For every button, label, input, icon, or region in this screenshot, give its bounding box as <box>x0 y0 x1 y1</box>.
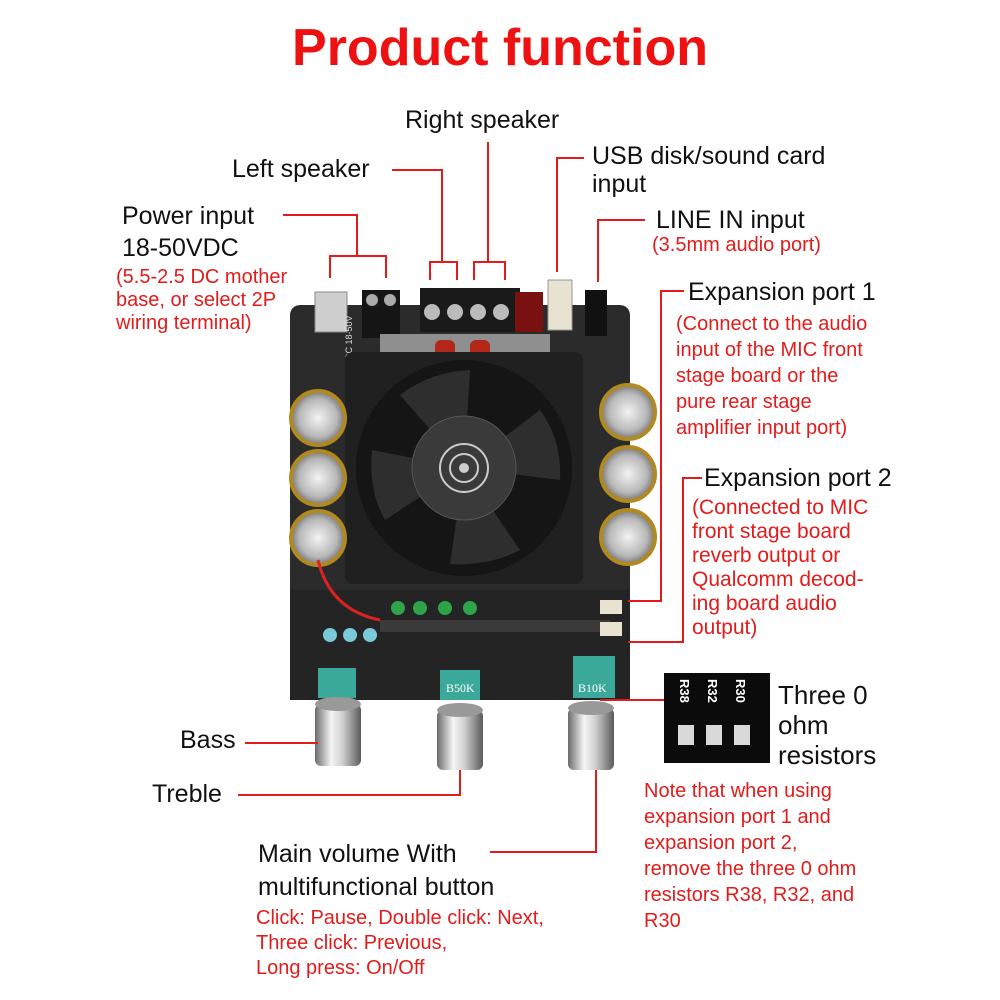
label-resistors: Three 0 ohm resistors <box>778 680 877 770</box>
volume-pot <box>573 656 615 698</box>
power-jack <box>314 291 348 333</box>
label-power-input: Power input 18-50VDC <box>122 202 255 262</box>
page-title: Product function <box>292 19 708 77</box>
note-expansion-port-2: (Connected to MIC front stage board reve… <box>692 496 869 639</box>
resistor-label-r30: R30 <box>733 679 748 703</box>
pot-label-volume: B10K <box>578 681 607 695</box>
label-main-volume: Main volume With multifunctional button <box>258 840 495 901</box>
label-bass: Bass <box>180 726 236 754</box>
resistor-label-r32: R32 <box>705 679 720 703</box>
resistor-label-r38: R38 <box>677 679 692 703</box>
treble-pot <box>440 670 480 700</box>
note-line-in: (3.5mm audio port) <box>652 234 821 256</box>
label-treble: Treble <box>152 780 222 808</box>
note-expansion-port-1: (Connect to the audio input of the MIC f… <box>676 313 868 439</box>
note-power-input: (5.5-2.5 DC mother base, or select 2P wi… <box>116 266 288 334</box>
bass-knob <box>315 704 361 766</box>
pot-label-treble: B50K <box>446 681 475 695</box>
label-line-in: LINE IN input <box>656 206 805 234</box>
note-main-volume: Click: Pause, Double click: Next, Three … <box>256 907 544 979</box>
silk-text: DC 18-50V <box>344 315 354 360</box>
label-left-speaker: Left speaker <box>232 155 370 183</box>
label-usb-input: USB disk/sound card input <box>592 142 826 198</box>
note-resistors: Note that when using expansion port 1 an… <box>644 780 857 932</box>
volume-knob <box>568 708 614 770</box>
usb-connector <box>547 279 573 331</box>
label-expansion-port-1: Expansion port 1 <box>688 278 876 306</box>
capacitors-left <box>289 389 347 567</box>
label-expansion-port-2: Expansion port 2 <box>704 464 892 492</box>
label-right-speaker: Right speaker <box>405 106 560 134</box>
bass-pot <box>318 668 356 698</box>
resistor-closeup: R38 R32 R30 <box>664 673 770 763</box>
line-in-jack <box>585 290 607 336</box>
treble-knob <box>437 710 483 770</box>
capacitors-right <box>599 383 657 566</box>
